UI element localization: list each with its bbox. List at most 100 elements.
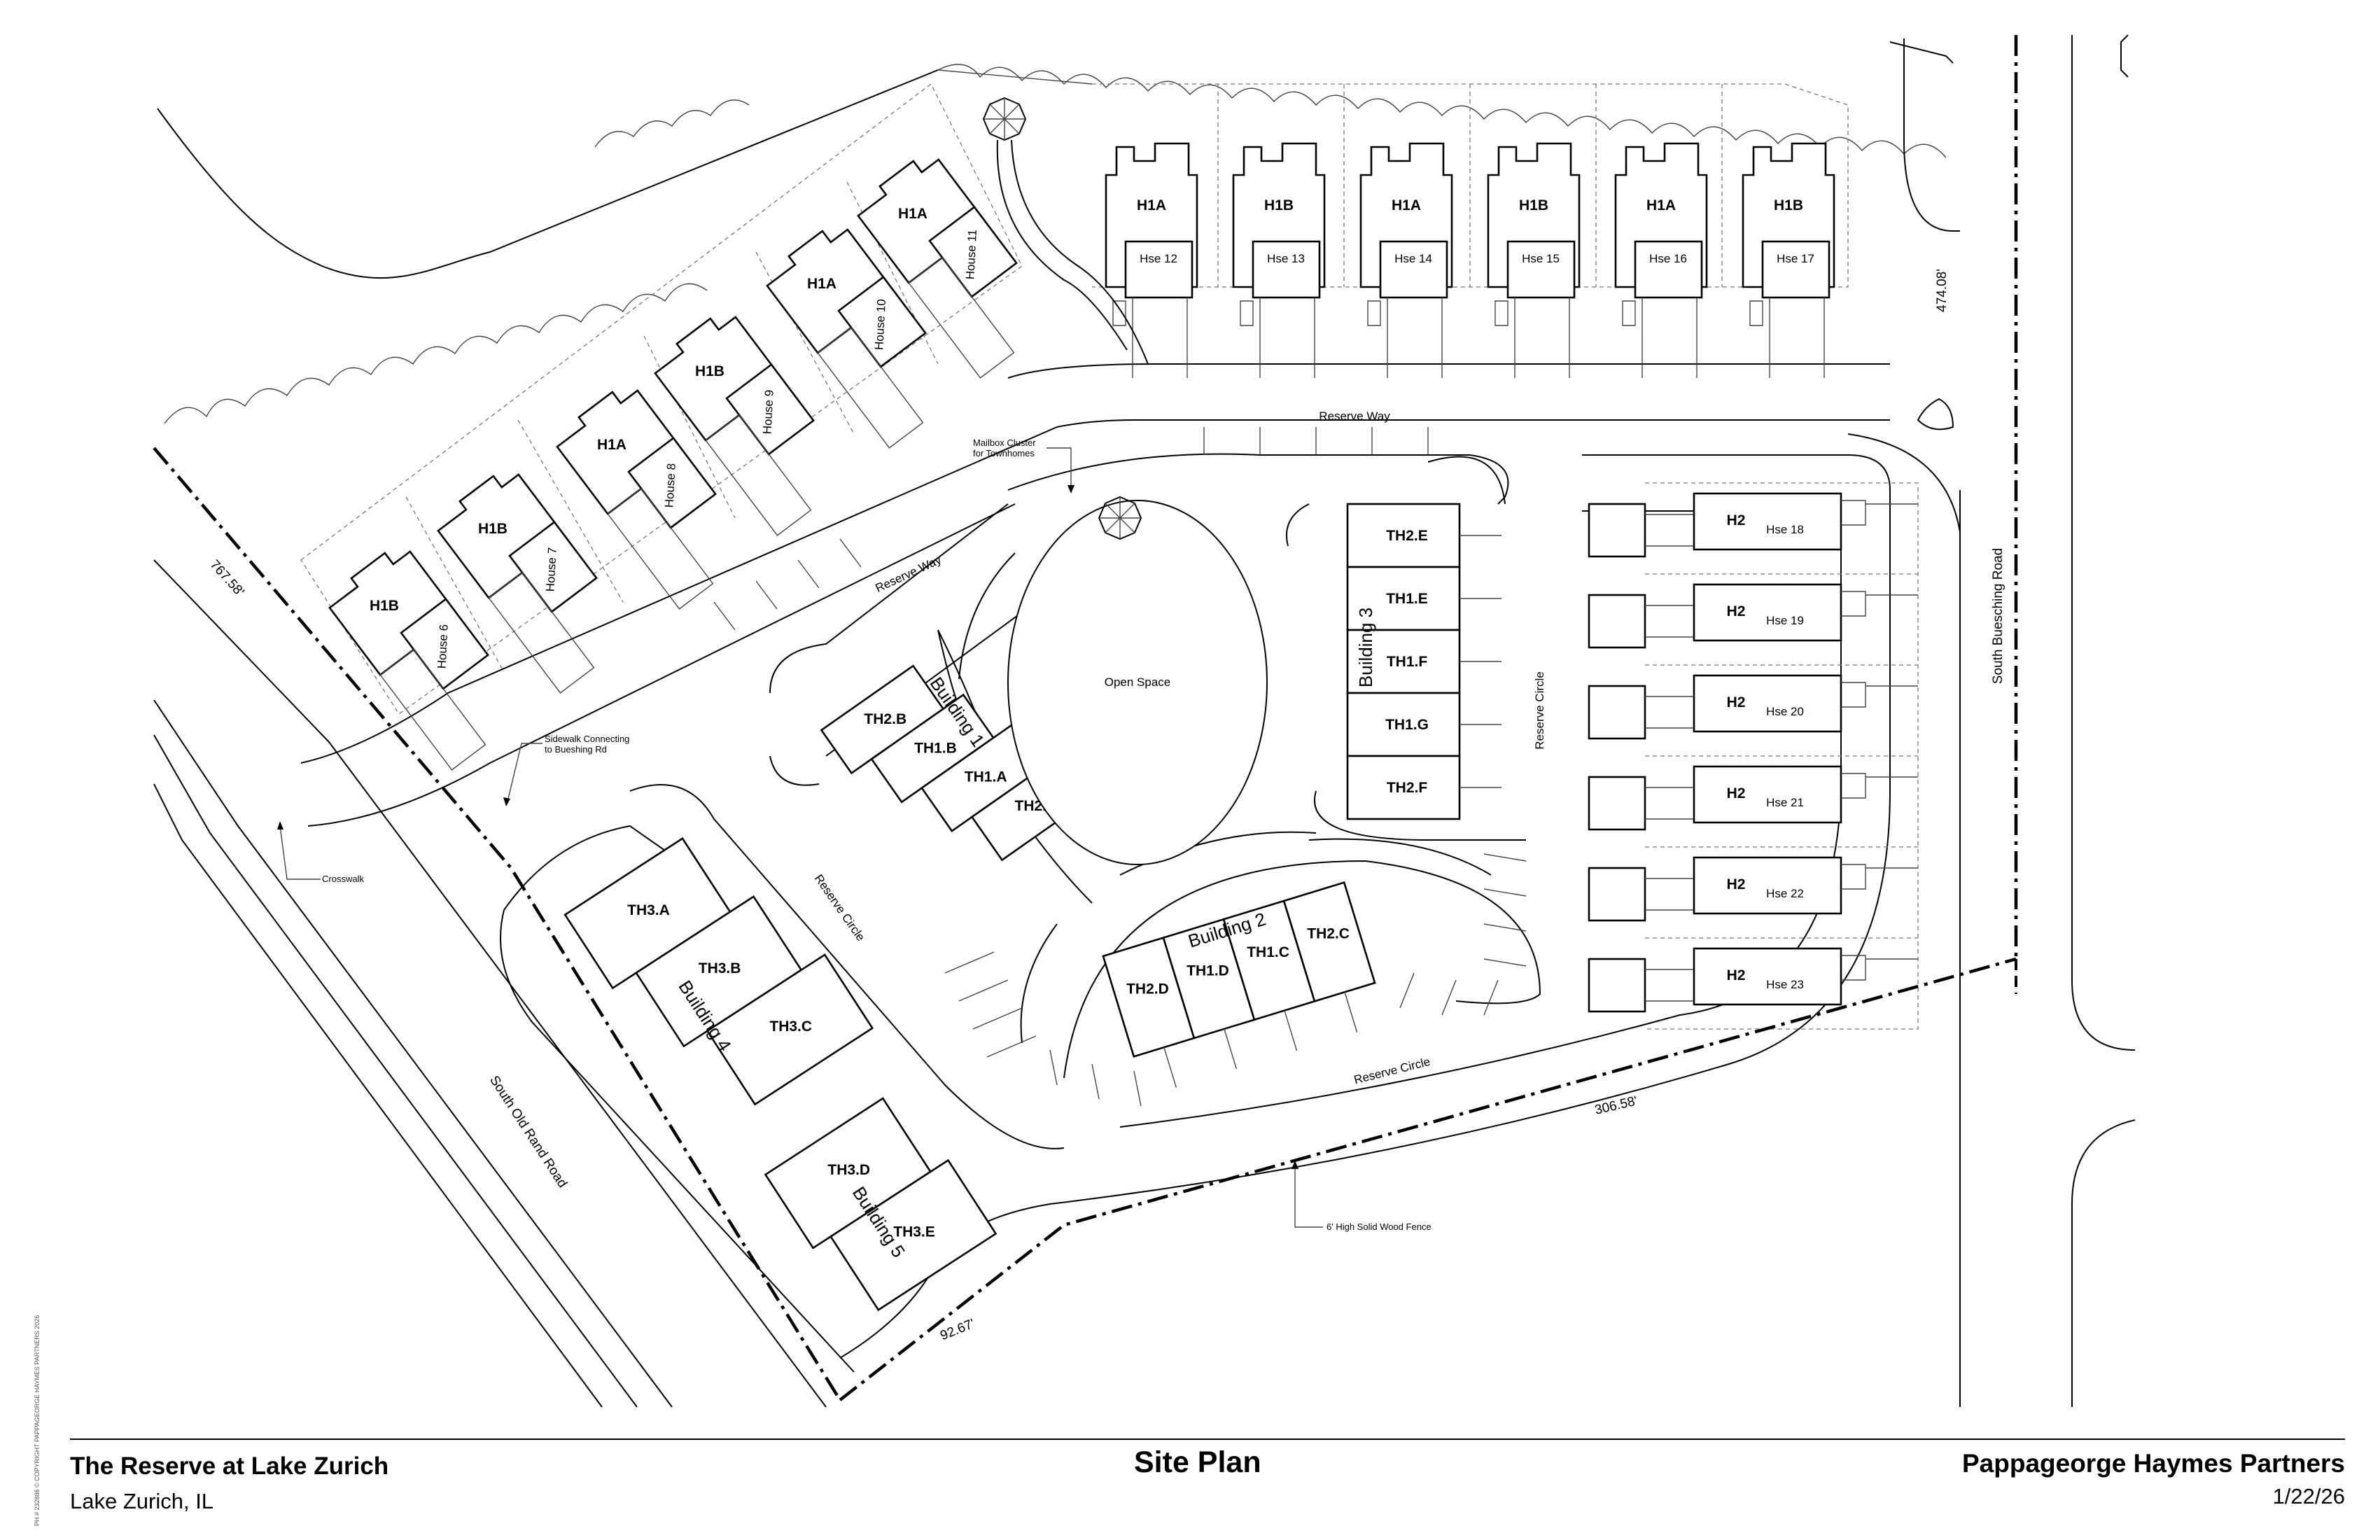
townhome-unit (1346, 566, 1461, 631)
svg-text:Crosswalk: Crosswalk (322, 874, 364, 884)
house-type: H2 (1727, 512, 1746, 528)
diagonal-lots (300, 83, 1023, 715)
house-type: H2 (1727, 967, 1746, 983)
house-type: H2 (1727, 603, 1746, 620)
unit-label: TH1.D (1186, 962, 1229, 979)
unit-label: TH1.E (1386, 591, 1428, 607)
townhome-unit (1346, 503, 1461, 568)
house-number: Hse 18 (1766, 523, 1804, 536)
building-3: TH2.E TH1.E TH1.F TH1.G TH2.F Building 3 (1346, 503, 1502, 820)
north-house: H1B Hse 17 (1742, 142, 1835, 378)
townhome-unit (1346, 629, 1461, 694)
unit-label: TH1.B (914, 740, 957, 756)
house-number: Hse 23 (1766, 978, 1804, 991)
open-space (1007, 500, 1268, 865)
label-south-old-rand-road: South Old Rand Road (486, 1073, 570, 1190)
north-house: H1A Hse 14 (1359, 142, 1453, 378)
house-number: House 6 (435, 624, 450, 668)
house-type: H1A (1392, 197, 1421, 214)
building-name: Building 3 (1355, 608, 1376, 687)
unit-label: TH1.F (1387, 654, 1428, 670)
house-type: H2 (1727, 785, 1746, 802)
house-number: Hse 19 (1766, 614, 1804, 627)
unit-label: TH2.C (1307, 926, 1350, 942)
unit-label: TH2.F (1387, 780, 1428, 796)
dimension-east: 474.08' (1935, 269, 1949, 312)
open-space-label: Open Space (1105, 676, 1171, 689)
unit-label: TH3.B (699, 960, 741, 976)
label-south-buesching-road: South Buesching Road (1991, 548, 2005, 684)
roads (153, 35, 2136, 1408)
callout-fence: 6' High Solid Wood Fence (1292, 1161, 1432, 1232)
callout-sidewalk: Sidewalk Connecting to Bueshing Rd (503, 734, 629, 806)
house-type: H1A (807, 276, 836, 292)
svg-text:for Townhomes: for Townhomes (973, 448, 1035, 458)
title-block-rule (70, 1438, 2345, 1440)
unit-label: TH1.A (965, 769, 1007, 785)
house-type: H1B (695, 363, 724, 379)
east-lots (1645, 482, 1919, 1030)
house-number: Hse 13 (1267, 252, 1305, 265)
unit-label: TH3.D (827, 1162, 870, 1178)
label-reserve-circle-east: Reserve Circle (1533, 671, 1546, 749)
house-number: House 11 (963, 229, 979, 279)
gazebo-north (982, 97, 1027, 141)
sheet-title: Site Plan (1134, 1446, 1261, 1479)
project-location: Lake Zurich, IL (70, 1489, 214, 1513)
house-type: H1A (898, 206, 927, 222)
house-number: Hse 20 (1766, 705, 1804, 718)
north-lots (937, 69, 1849, 288)
diagonal-house: H1A House 8 (556, 389, 717, 610)
unit-label: TH2.B (864, 711, 906, 727)
sheet-date: 1/22/26 (2272, 1484, 2345, 1508)
house-type: H1A (597, 437, 626, 453)
house-number: Hse 22 (1766, 887, 1804, 900)
unit-label: TH3.C (769, 1018, 812, 1035)
house-type: H1A (1646, 197, 1676, 214)
gazebo-open-space (1098, 496, 1142, 540)
house-number: House 10 (872, 299, 888, 351)
house-type: H2 (1727, 694, 1746, 710)
dimension-south: 306.58' (1593, 1093, 1639, 1117)
svg-text:Mailbox Cluster: Mailbox Cluster (973, 438, 1036, 448)
dimension-west: 767.58' (207, 557, 247, 599)
house-number: House 7 (543, 547, 559, 592)
unit-label: TH2.E (1386, 528, 1428, 544)
house-type: H1B (1774, 197, 1803, 214)
copyright-note: PH # 232886 © COPYRIGHT PAPPAGEORGE HAYM… (34, 1315, 41, 1526)
label-reserve-way-west: Reserve Way (874, 553, 944, 595)
unit-label: TH1.G (1385, 717, 1429, 733)
townhome-unit (829, 1158, 997, 1312)
house-number: Hse 15 (1522, 252, 1560, 265)
callout-crosswalk: Crosswalk (277, 821, 364, 884)
callout-mailbox: Mailbox Cluster for Townhomes (973, 438, 1074, 493)
project-name: The Reserve at Lake Zurich (70, 1452, 389, 1480)
house-number: Hse 12 (1140, 252, 1177, 265)
house-type: H1B (478, 521, 507, 537)
house-number: Hse 17 (1777, 252, 1814, 265)
townhome-unit (1346, 755, 1461, 820)
house-number: House 8 (662, 463, 678, 507)
svg-text:to Bueshing Rd: to Bueshing Rd (545, 744, 607, 755)
north-house: H1A Hse 16 (1614, 142, 1708, 378)
diagonal-house: H1A House 10 (766, 228, 927, 449)
unit-label: TH1.C (1247, 944, 1289, 960)
house-number: Hse 16 (1649, 252, 1687, 265)
house-type: H2 (1727, 876, 1746, 892)
townhome-unit (1346, 692, 1461, 757)
townhome-unit (706, 953, 874, 1106)
house-number: Hse 14 (1394, 252, 1432, 265)
label-reserve-circle-south: Reserve Circle (1352, 1055, 1432, 1086)
parking-stalls (713, 427, 1527, 1107)
svg-text:6' High Solid Wood Fence: 6' High Solid Wood Fence (1326, 1222, 1432, 1232)
